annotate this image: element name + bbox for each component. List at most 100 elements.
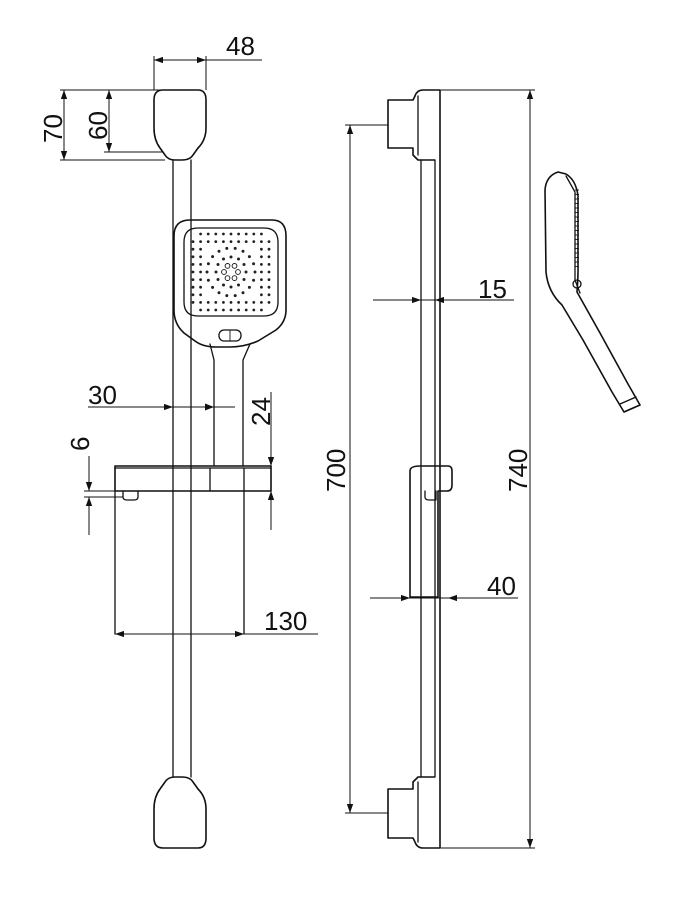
spray-nozzle <box>225 294 229 298</box>
spray-nozzle <box>241 249 245 253</box>
top-bracket <box>153 89 207 161</box>
spray-nozzle <box>252 240 256 244</box>
spray-nozzle <box>222 308 225 312</box>
spray-nozzle <box>244 240 248 244</box>
spray-nozzle <box>233 294 237 298</box>
dim-740-label: 740 <box>503 449 533 492</box>
spray-nozzle <box>222 232 225 236</box>
front-view: 48 70 60 30 24 6 130 <box>38 31 318 849</box>
spray-nozzle <box>260 293 263 297</box>
dim-15-label: 15 <box>478 274 507 304</box>
spray-nozzle <box>214 232 218 236</box>
spray-nozzle <box>199 293 203 297</box>
dim-48-label: 48 <box>226 31 255 61</box>
spray-nozzle <box>267 285 271 289</box>
spray-nozzle <box>206 262 210 266</box>
spray-nozzle <box>260 247 263 251</box>
shower-face <box>183 227 279 317</box>
side-top-bracket <box>387 89 440 161</box>
spray-nozzle <box>237 257 240 261</box>
shower-head <box>173 219 287 348</box>
spray-nozzle <box>229 255 233 259</box>
spray-nozzle <box>216 278 220 281</box>
dim-30-right-arrow <box>205 403 214 411</box>
spray-nozzle <box>214 270 218 274</box>
shelf-clip <box>122 490 139 501</box>
spray-nozzle <box>244 270 248 274</box>
spray-nozzle <box>247 285 251 289</box>
center-nozzle <box>231 263 238 269</box>
spray-nozzle <box>217 291 221 295</box>
spray-nozzle <box>252 308 256 312</box>
spray-nozzle <box>247 255 251 259</box>
spray-nozzle <box>229 240 233 244</box>
center-nozzle <box>221 269 227 275</box>
spray-nozzle <box>244 301 248 304</box>
dim-30-label: 30 <box>88 380 117 410</box>
spray-nozzle <box>267 301 271 304</box>
center-nozzle <box>231 275 238 281</box>
spray-nozzle <box>206 232 210 236</box>
spray-nozzle <box>206 301 210 304</box>
spray-nozzle <box>260 232 263 236</box>
spray-nozzle <box>267 270 271 274</box>
spray-nozzle <box>252 301 256 304</box>
center-nozzle <box>235 269 241 275</box>
spray-nozzle <box>260 308 263 312</box>
side-view: 15 40 700 740 <box>321 89 535 849</box>
spray-nozzle <box>229 285 233 289</box>
spray-nozzle <box>260 255 263 259</box>
spray-nozzles <box>191 232 271 312</box>
spray-nozzle <box>214 308 218 312</box>
hand-shower-outline <box>544 171 641 413</box>
spray-nozzle <box>253 270 257 274</box>
spray-nozzle <box>260 263 263 266</box>
spray-nozzle <box>233 246 237 250</box>
shower-handle <box>209 343 251 467</box>
spray-nozzle <box>242 278 246 281</box>
spray-nozzle <box>237 308 241 312</box>
spray-nozzle <box>222 240 225 244</box>
bottom-bracket <box>153 776 207 849</box>
spray-nozzle <box>205 270 209 274</box>
spray-nozzle <box>191 255 195 259</box>
dim-700-label: 700 <box>321 449 351 492</box>
hand-shower-face-line <box>565 175 581 294</box>
hand-shower-cone <box>619 396 637 405</box>
spray-nozzle <box>242 263 246 266</box>
dim-70-label: 70 <box>38 114 68 143</box>
dim-130-label: 130 <box>264 606 307 636</box>
spray-nozzle <box>214 240 218 244</box>
spray-nozzle <box>241 291 245 295</box>
spray-nozzle <box>199 301 203 304</box>
spray-nozzle <box>252 278 256 282</box>
spray-nozzle <box>199 278 203 281</box>
spray-nozzle <box>260 285 263 289</box>
spray-nozzle <box>199 285 203 289</box>
spray-nozzle <box>222 301 225 304</box>
spray-nozzle <box>237 240 241 244</box>
spray-nozzle <box>199 308 203 312</box>
spray-nozzle <box>252 232 256 236</box>
center-nozzle <box>224 275 231 281</box>
hand-shower-button <box>572 279 582 289</box>
spray-nozzle <box>229 308 233 312</box>
spray-nozzle <box>267 255 271 259</box>
spray-nozzle <box>229 232 233 236</box>
spray-nozzle <box>267 240 271 244</box>
spray-nozzle <box>222 257 225 261</box>
spray-nozzle <box>267 263 271 266</box>
spray-nozzle <box>229 301 233 304</box>
spray-nozzle <box>191 240 195 244</box>
dim-6-label: 6 <box>65 437 95 451</box>
spray-nozzle <box>211 255 215 259</box>
spray-nozzle <box>199 247 203 251</box>
spray-nozzle <box>199 270 203 274</box>
center-nozzle <box>224 263 231 269</box>
spray-nozzle <box>222 283 225 287</box>
spray-nozzle <box>260 301 263 304</box>
hand-shower-end <box>623 404 641 413</box>
spray-nozzle <box>191 285 195 289</box>
